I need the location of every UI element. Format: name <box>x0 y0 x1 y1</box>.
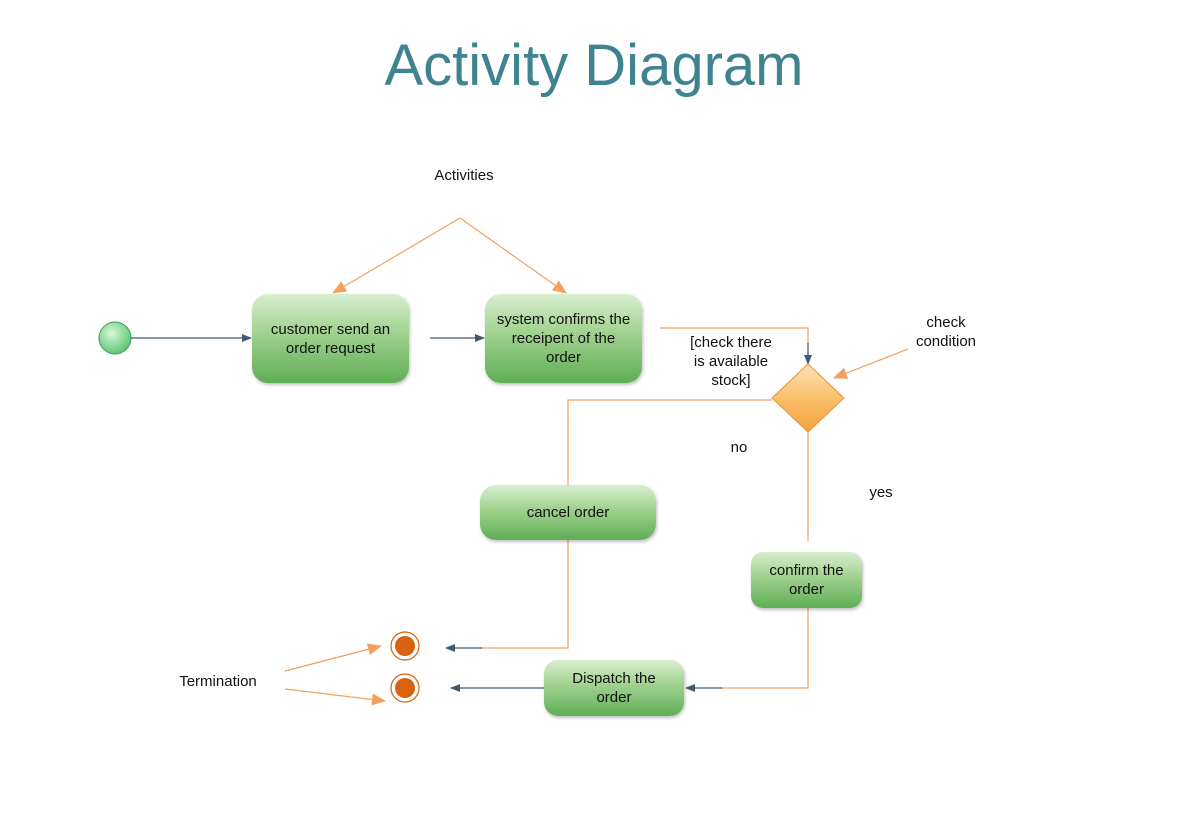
flow-cancel-to-end-line <box>480 540 569 649</box>
activity-system-confirms: system confirms the receipent of the ord… <box>485 294 642 383</box>
annotation-termination: Termination <box>179 673 257 690</box>
annotation-arrow-activities-left <box>332 217 461 294</box>
annotation-arrow-termination-top <box>284 643 382 672</box>
flow-no-branch <box>567 399 772 487</box>
annotation-arrow-condition <box>833 348 909 379</box>
guard-check-stock: [check there is available stock] <box>690 334 772 389</box>
start-node <box>98 321 132 355</box>
page-title: Activity Diagram <box>384 33 804 98</box>
annotation-arrow-termination-bottom <box>284 688 386 706</box>
guard-yes: yes <box>869 484 893 501</box>
end-node-bottom <box>390 673 420 703</box>
annotation-check-condition: check condition <box>915 314 977 350</box>
flow-to-decision-line <box>660 327 809 344</box>
guard-no: no <box>730 439 748 456</box>
end-node-top <box>390 631 420 661</box>
annotation-arrow-activities-right <box>459 217 567 294</box>
activity-dispatch-order: Dispatch the order <box>544 660 684 716</box>
activity-cancel-order: cancel order <box>480 485 656 540</box>
annotation-activities: Activities <box>434 167 494 184</box>
activity-confirm-order: confirm the order <box>751 552 862 608</box>
activity-customer-send-request: customer send an order request <box>252 294 409 383</box>
decision-node <box>771 363 845 433</box>
flow-confirm-to-dispatch-line <box>720 608 809 689</box>
